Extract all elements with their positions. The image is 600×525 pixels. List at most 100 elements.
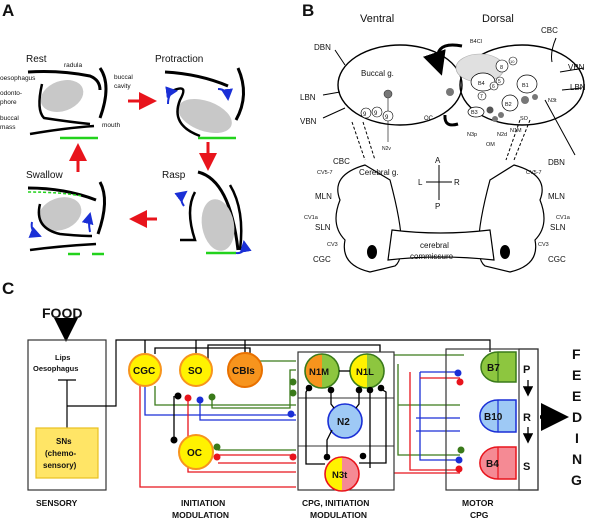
section-initiation-1: INITIATION: [181, 498, 225, 508]
nerve-lbn-right: LBN: [570, 83, 586, 92]
stage-rasp: Rasp: [162, 170, 186, 181]
cell-n3t: N3t: [548, 98, 557, 104]
cell-9b: 9: [374, 111, 378, 117]
label-oesophagus-c: Oesophagus: [33, 364, 78, 373]
swallow-diagram: Swallow: [26, 170, 106, 256]
neuron-b7[interactable]: B7: [480, 351, 517, 383]
cell-n2v: N2v: [382, 146, 391, 152]
protraction-diagram: Protraction: [155, 54, 245, 140]
compass-a: A: [435, 156, 441, 165]
label-commissure-2: commissure: [410, 252, 454, 261]
nerve-lbn-left: LBN: [300, 93, 316, 102]
label-buccal-mass-1: buccal: [0, 115, 19, 122]
feeding-label: F E E D I N G: [571, 346, 582, 488]
cgc-right: [500, 245, 510, 259]
section-cpg-1: CPG, INITIATION: [302, 498, 369, 508]
cell-9c: 9: [385, 115, 389, 121]
section-initiation-2: MODULATION: [172, 510, 229, 520]
label-lips: Lips: [55, 353, 70, 362]
neuron-b10[interactable]: B10: [479, 399, 517, 433]
label-buccal-g: Buccal g.: [361, 69, 394, 78]
cell-10: 10: [510, 59, 515, 64]
panel-c: C FOOD Lips Oesophagus SNs (chemo- senso…: [2, 279, 582, 520]
synapse-dots: [170, 369, 465, 473]
cell-7: 7: [480, 94, 483, 100]
panel-b: B Ventral Dorsal Buccal g. N2v 9 9 9 B4C…: [300, 1, 586, 273]
section-cpg-2: MODULATION: [310, 510, 367, 520]
label-buccal-mass-2: mass: [0, 124, 16, 131]
neuron-b10-label: B10: [484, 412, 503, 423]
sensory-box: [27, 339, 107, 491]
phase-s: S: [523, 461, 530, 473]
neuron-n2[interactable]: N2: [327, 403, 363, 439]
sns-box: [35, 427, 99, 479]
cell-cv3-right: CV3: [538, 242, 549, 248]
sns-label-3: sensory): [43, 461, 77, 470]
buccal-ganglion-dorsal: [459, 44, 585, 126]
neuron-b4[interactable]: B4: [479, 446, 517, 480]
cell-b4: B4: [478, 81, 485, 87]
nerve-dbn-left: DBN: [314, 43, 331, 52]
neuron-n1m-label: N1M: [309, 367, 329, 378]
label-ventral: Ventral: [360, 13, 394, 25]
cell-b1: B1: [522, 83, 529, 89]
nerve-cgc-right: CGC: [548, 255, 566, 264]
feeding-e2: E: [572, 388, 581, 404]
nerve-vbn-left: VBN: [300, 117, 317, 126]
neuron-cgc[interactable]: CGC: [128, 353, 162, 387]
label-odontophore-2: phore: [0, 99, 17, 106]
label-food: FOOD: [42, 305, 82, 321]
label-commissure-1: cerebral: [420, 241, 449, 250]
neuron-n3t[interactable]: N3t: [324, 456, 360, 492]
rest-diagram: Rest radula oesophagus odonto- phore buc…: [0, 54, 133, 140]
cell-8: 8: [500, 65, 503, 71]
nerve-cbc-left: CBC: [333, 157, 350, 166]
label-cerebral-g: Cerebral g.: [359, 168, 399, 177]
feeding-d: D: [572, 409, 582, 425]
compass-r: R: [454, 178, 460, 187]
label-buccal-cavity-1: buccal: [114, 74, 133, 81]
cell-cv1a-right: CV1a: [556, 215, 571, 221]
feeding-i: I: [575, 430, 579, 446]
nerve-mln-left: MLN: [315, 192, 332, 201]
compass-p: P: [435, 202, 440, 211]
cell-cv57-right: CV5-7: [526, 170, 542, 176]
neuron-n3t-label: N3t: [332, 470, 348, 481]
neuron-n1l[interactable]: N1L: [349, 353, 385, 389]
section-motor-1: MOTOR: [462, 498, 493, 508]
nerve-sln-left: SLN: [315, 223, 331, 232]
neuron-cgc-label: CGC: [133, 366, 155, 377]
cgc-left: [367, 245, 377, 259]
phase-r: R: [523, 412, 531, 424]
cell-cv3-left: CV3: [327, 242, 338, 248]
cell-oc: OC: [424, 116, 434, 122]
neuron-b4-label: B4: [486, 459, 499, 470]
cell-n2d: N2d: [497, 132, 507, 138]
nerve-dbn-right: DBN: [548, 158, 565, 167]
cells-9: 9 9 9: [360, 106, 394, 122]
cell-b4cl: B4Cl: [470, 39, 482, 45]
neuron-so[interactable]: SO: [179, 353, 213, 387]
panel-b-letter: B: [302, 1, 314, 20]
rasp-diagram: Rasp: [162, 170, 252, 255]
label-radula: radula: [64, 62, 82, 69]
panel-c-letter: C: [2, 279, 14, 298]
feeding-g: G: [571, 472, 582, 488]
feeding-n: N: [572, 451, 582, 467]
compass: A P L R: [418, 156, 460, 211]
neuron-cbis[interactable]: CBIs: [227, 352, 263, 388]
label-mouth: mouth: [102, 122, 120, 129]
cell-om: OM: [486, 142, 495, 148]
nerve-cbc-right: CBC: [541, 26, 558, 35]
cell-n3p: N3p: [467, 132, 477, 138]
panel-a-letter: A: [2, 1, 14, 20]
cell-b3: B3: [471, 110, 478, 116]
wiring: [139, 340, 464, 488]
nerve-vbn-right: VBN: [568, 63, 585, 72]
sns-label-1: SNs: [56, 437, 72, 446]
compass-l: L: [418, 178, 423, 187]
neuron-oc[interactable]: OC: [178, 434, 214, 470]
neuron-n1m[interactable]: N1M: [304, 353, 340, 389]
label-oesophagus: oesophagus: [0, 75, 36, 82]
cell-so: SO: [520, 116, 529, 122]
